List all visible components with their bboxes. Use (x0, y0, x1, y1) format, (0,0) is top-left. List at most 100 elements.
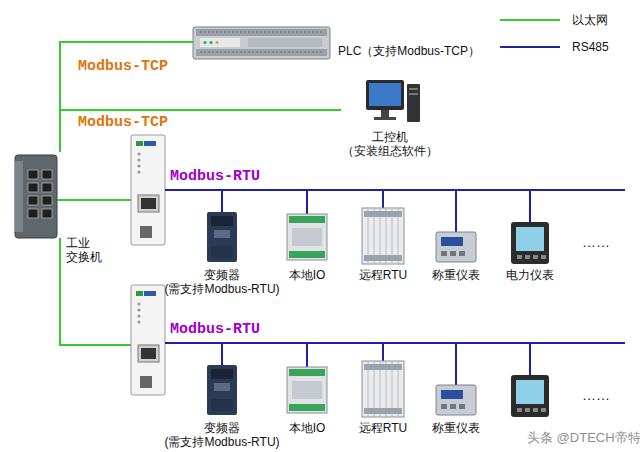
rs485-bus-row (165, 343, 625, 417)
watermark: 头条 @DTECH帝特 (527, 430, 640, 446)
io-module-picture (287, 214, 327, 260)
weighing-meter-picture (441, 404, 447, 409)
inverter-picture (207, 365, 237, 415)
pc-picture (407, 84, 420, 122)
io-module-picture (287, 367, 327, 413)
gateway-picture (137, 164, 140, 167)
power-meter-picture (541, 408, 546, 412)
rs485-wire (306, 343, 308, 367)
switch-picture (42, 196, 52, 205)
legend-sample (500, 20, 560, 47)
device-caption: PLC（支持Modbus-TCP） (338, 44, 480, 58)
gateway-picture (137, 308, 140, 311)
rtu-picture (364, 211, 402, 217)
io-module-picture (289, 369, 325, 376)
gateway-picture (140, 226, 152, 238)
protocol-label: Modbus-RTU (170, 168, 260, 185)
io-module-picture (292, 228, 322, 246)
plc-picture (248, 38, 322, 47)
power-meter-picture (533, 408, 538, 412)
pc-picture (381, 110, 389, 117)
rs485-wire (382, 190, 384, 208)
ethernet-link (60, 42, 193, 152)
rtu-picture (362, 361, 404, 417)
gateway-picture (131, 285, 165, 395)
power-meter-picture (511, 222, 549, 264)
pc-workstation: 工控机 （安装组态软件） (341, 78, 439, 158)
protocol-label: Modbus-RTU (170, 321, 260, 338)
switch-picture (15, 155, 57, 238)
gateway-picture (131, 135, 165, 245)
ethernet-link (60, 110, 341, 152)
weighing-meter-picture (450, 404, 456, 409)
gateway-picture (136, 291, 143, 296)
legend-item: 以太网 (572, 12, 608, 28)
power-meter-picture (511, 375, 549, 417)
power-meter-picture (525, 408, 530, 412)
weighing-meter-picture (450, 251, 456, 256)
inverter-picture (207, 212, 237, 262)
weighing-meter-picture (436, 232, 476, 262)
device-caption: 变频器 (需支持Modbus-RTU) (163, 421, 281, 449)
legend-item: RS485 (572, 39, 609, 55)
field-device: 称重仪表 (432, 361, 480, 435)
power-meter-picture (511, 222, 549, 264)
plc-picture (215, 41, 218, 44)
power-meter-picture (533, 255, 538, 259)
ethernet-wire (57, 199, 131, 201)
gateway-picture (136, 141, 143, 146)
io-module-picture (287, 214, 327, 260)
legend-text: 以太网 (572, 13, 608, 27)
rs485-wire (455, 190, 457, 232)
field-device: 本地IO (289, 208, 326, 282)
device-caption: 称重仪表 (432, 268, 480, 282)
io-module-picture (289, 404, 325, 411)
gateway-picture (141, 348, 156, 359)
gateway-picture (144, 291, 156, 296)
rs485-wire (221, 343, 223, 365)
gateway-picture (137, 170, 140, 173)
inverter-picture (214, 383, 230, 391)
rs485-sample (500, 46, 560, 48)
weighing-meter-picture (441, 237, 463, 246)
rtu-picture (364, 364, 402, 370)
device-caption: 变频器 (需支持Modbus-RTU) (163, 268, 281, 296)
pc-picture (409, 93, 418, 95)
weighing-meter-picture (441, 251, 447, 256)
rtu-picture (364, 408, 402, 414)
plc-picture (200, 38, 240, 47)
switch-picture (28, 183, 38, 192)
rs485-wire (382, 343, 384, 361)
weighing-meter-picture (436, 232, 476, 262)
io-module-picture (289, 251, 325, 258)
gateway-picture (137, 302, 140, 305)
power-meter-picture (516, 227, 544, 251)
switch-picture (28, 170, 38, 179)
switch-device: 工业 交换机 (12, 152, 104, 264)
device-caption: 本地IO (289, 421, 326, 435)
rs485-wire (221, 190, 223, 212)
device-caption: 远程RTU (359, 268, 407, 282)
ethernet-wire (57, 200, 131, 345)
inverter-picture (211, 399, 233, 411)
power-meter-picture (517, 255, 522, 259)
field-device: 称重仪表 (432, 208, 480, 282)
pc-picture (366, 80, 404, 110)
plc-device: PLC（支持Modbus-TCP） (193, 24, 480, 58)
weighing-meter-picture (459, 404, 465, 409)
power-meter-picture (517, 408, 522, 412)
device-caption: 工控机 （安装组态软件） (341, 130, 439, 158)
switch-picture (42, 209, 52, 218)
device-caption: 工业 交换机 (66, 236, 104, 264)
switch-picture (28, 209, 38, 218)
gateway-picture (144, 141, 156, 146)
device-caption: 电力仪表 (506, 268, 554, 282)
gateway-picture (137, 314, 140, 317)
gateway-picture (137, 152, 140, 155)
rs485-wire (455, 343, 457, 385)
rs485-wire (529, 343, 531, 375)
continuation-dots: …… (582, 387, 610, 403)
field-device: 远程RTU (359, 208, 407, 282)
gateway-picture (137, 320, 140, 323)
